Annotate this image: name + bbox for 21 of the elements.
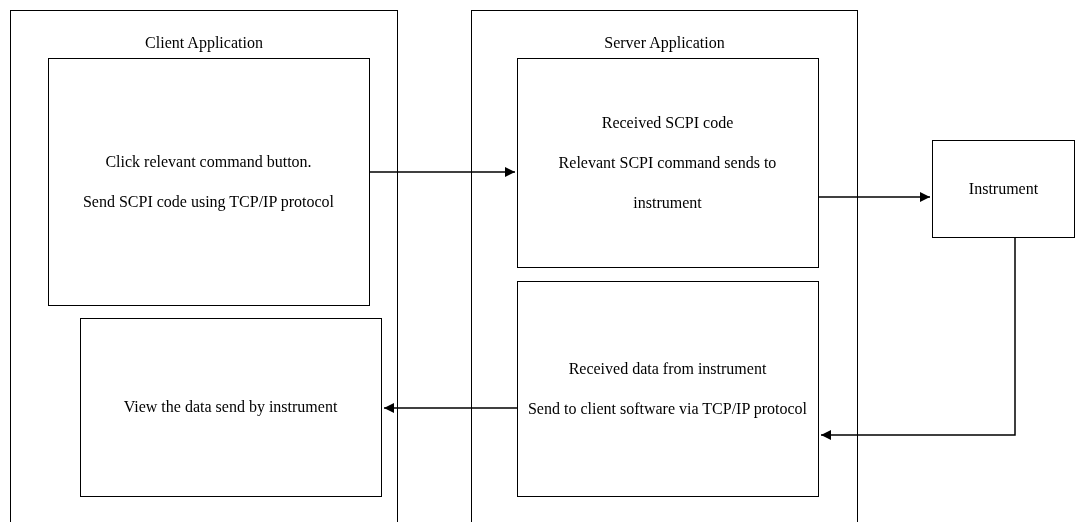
box-text: View the data send by instrument xyxy=(122,397,339,418)
box-text: Received data from instrument xyxy=(567,358,768,379)
box-text: Instrument xyxy=(967,179,1040,199)
arrow xyxy=(820,237,1016,440)
box-text: Send to client software via TCP/IP protocol xyxy=(526,398,809,420)
application-panel xyxy=(471,10,858,522)
process-box xyxy=(47,57,370,306)
arrow xyxy=(369,167,516,177)
box-text: Received SCPI code xyxy=(600,112,735,133)
process-box xyxy=(516,57,819,268)
application-panel xyxy=(10,10,398,522)
panel-title: Server Application xyxy=(603,33,726,54)
process-box xyxy=(932,140,1075,238)
box-text: Relevant SCPI command sends to instrument xyxy=(557,152,778,213)
process-box xyxy=(516,280,819,497)
arrow xyxy=(383,403,518,413)
box-text: Click relevant command button. xyxy=(104,151,313,172)
process-box xyxy=(79,317,382,497)
box-text: Send SCPI code using TCP/IP protocol xyxy=(81,191,336,213)
arrow xyxy=(818,192,931,202)
panel-title: Client Application xyxy=(144,33,264,54)
